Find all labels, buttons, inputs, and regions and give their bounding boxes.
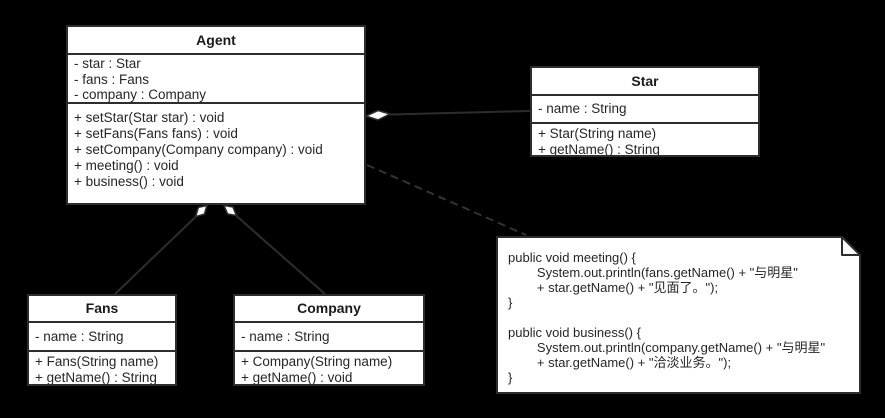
class-title: Star [532, 68, 758, 96]
method-line: + getName() : String [35, 370, 157, 384]
code-line: } [508, 370, 513, 385]
connector-agent-fans[interactable] [114, 204, 209, 295]
code-line: + star.getName() + "洽淡业务。"); [508, 355, 732, 370]
note-anchor-dashed-line[interactable] [366, 164, 527, 236]
class-attributes: - star : Star - fans : Fans - company : … [68, 55, 364, 104]
method-line: + Star(String name) [538, 126, 657, 141]
attribute-line: - fans : Fans [74, 71, 150, 87]
class-methods: + setStar(Star star) : void + setFans(Fa… [68, 104, 364, 203]
class-attributes: - name : String [29, 323, 175, 352]
class-title: Company [235, 296, 423, 323]
attribute-line: - name : String [241, 329, 330, 344]
aggregation-diamond-icon [222, 204, 238, 217]
method-line: + meeting() : void [74, 158, 179, 173]
code-note-shape[interactable] [496, 236, 861, 394]
uml-class-agent[interactable]: Agent - star : Star - fans : Fans - comp… [66, 25, 366, 205]
code-line: System.out.println(company.getName() + "… [508, 340, 826, 355]
class-methods: + Fans(String name) + getName() : String [29, 352, 175, 384]
method-line: + getName() : String [538, 142, 660, 155]
code-line [508, 310, 850, 325]
connector-agent-star[interactable] [363, 109, 531, 121]
code-note-text: public void meeting() { System.out.print… [497, 237, 860, 393]
uml-class-star[interactable]: Star - name : String + Star(String name)… [530, 66, 760, 157]
class-attributes: - name : String [235, 323, 423, 352]
attribute-line: - name : String [35, 329, 124, 344]
class-title: Agent [68, 27, 364, 55]
method-line: + setCompany(Company company) : void [74, 142, 323, 157]
class-title: Fans [29, 296, 175, 323]
method-line: + setStar(Star star) : void [74, 110, 225, 125]
uml-class-company[interactable]: Company - name : String + Company(String… [233, 294, 425, 386]
attribute-line: - star : Star [74, 56, 141, 71]
code-line: System.out.println(fans.getName() + "与明星… [508, 265, 798, 280]
uml-class-fans[interactable]: Fans - name : String + Fans(String name)… [27, 294, 177, 386]
attribute-line: - name : String [538, 101, 627, 116]
aggregation-diamond-icon [363, 109, 393, 121]
attribute-line: - company : Company [74, 87, 207, 102]
note-fold-icon [841, 236, 861, 256]
code-line: public void meeting() { [508, 250, 636, 265]
method-line: + setFans(Fans fans) : void [74, 126, 238, 141]
class-attributes: - name : String [532, 96, 758, 124]
code-line: public void business() { [508, 325, 641, 340]
method-line: + business() : void [74, 174, 184, 189]
class-methods: + Star(String name) + getName() : String [532, 124, 758, 155]
connector-agent-company[interactable] [222, 204, 326, 295]
method-line: + getName() : void [241, 370, 353, 384]
code-line: } [508, 295, 513, 310]
class-methods: + Company(String name) + getName() : voi… [235, 352, 423, 384]
method-line: + Company(String name) [241, 354, 393, 369]
aggregation-diamond-icon [194, 204, 209, 218]
code-line: + star.getName() + "见面了。"); [508, 280, 719, 295]
method-line: + Fans(String name) [35, 354, 159, 369]
